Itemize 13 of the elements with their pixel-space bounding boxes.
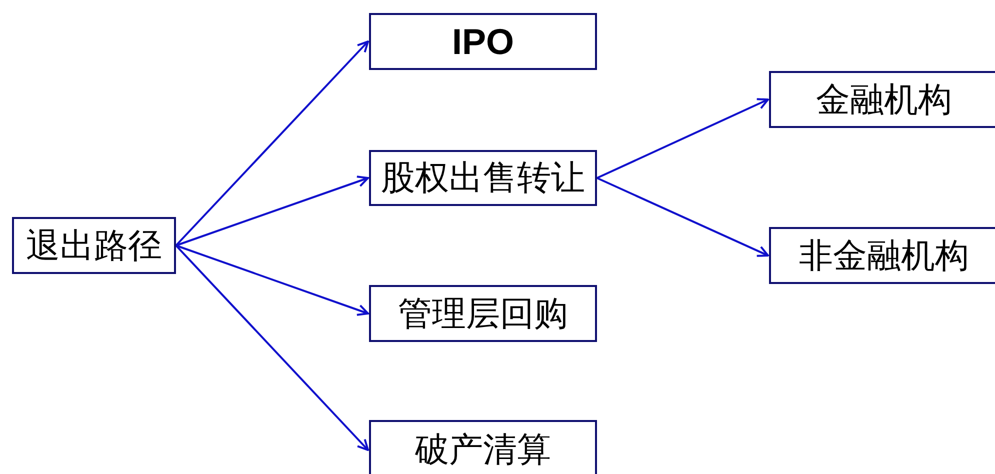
arrow bbox=[596, 177, 769, 257]
arrow bbox=[175, 244, 369, 451]
text-box: 股权出售转让 bbox=[369, 150, 597, 206]
arrow bbox=[175, 40, 369, 246]
text-box: 管理层回购 bbox=[369, 285, 597, 342]
arrow bbox=[176, 244, 369, 316]
arrow bbox=[176, 176, 369, 246]
text-box: 退出路径 bbox=[12, 217, 176, 274]
arrow bbox=[596, 98, 769, 179]
text-box: 破产清算 bbox=[369, 420, 597, 474]
text-box: IPO bbox=[369, 13, 597, 70]
text-box: 非金融机构 bbox=[769, 227, 995, 284]
text-box: 金融机构 bbox=[769, 71, 995, 128]
